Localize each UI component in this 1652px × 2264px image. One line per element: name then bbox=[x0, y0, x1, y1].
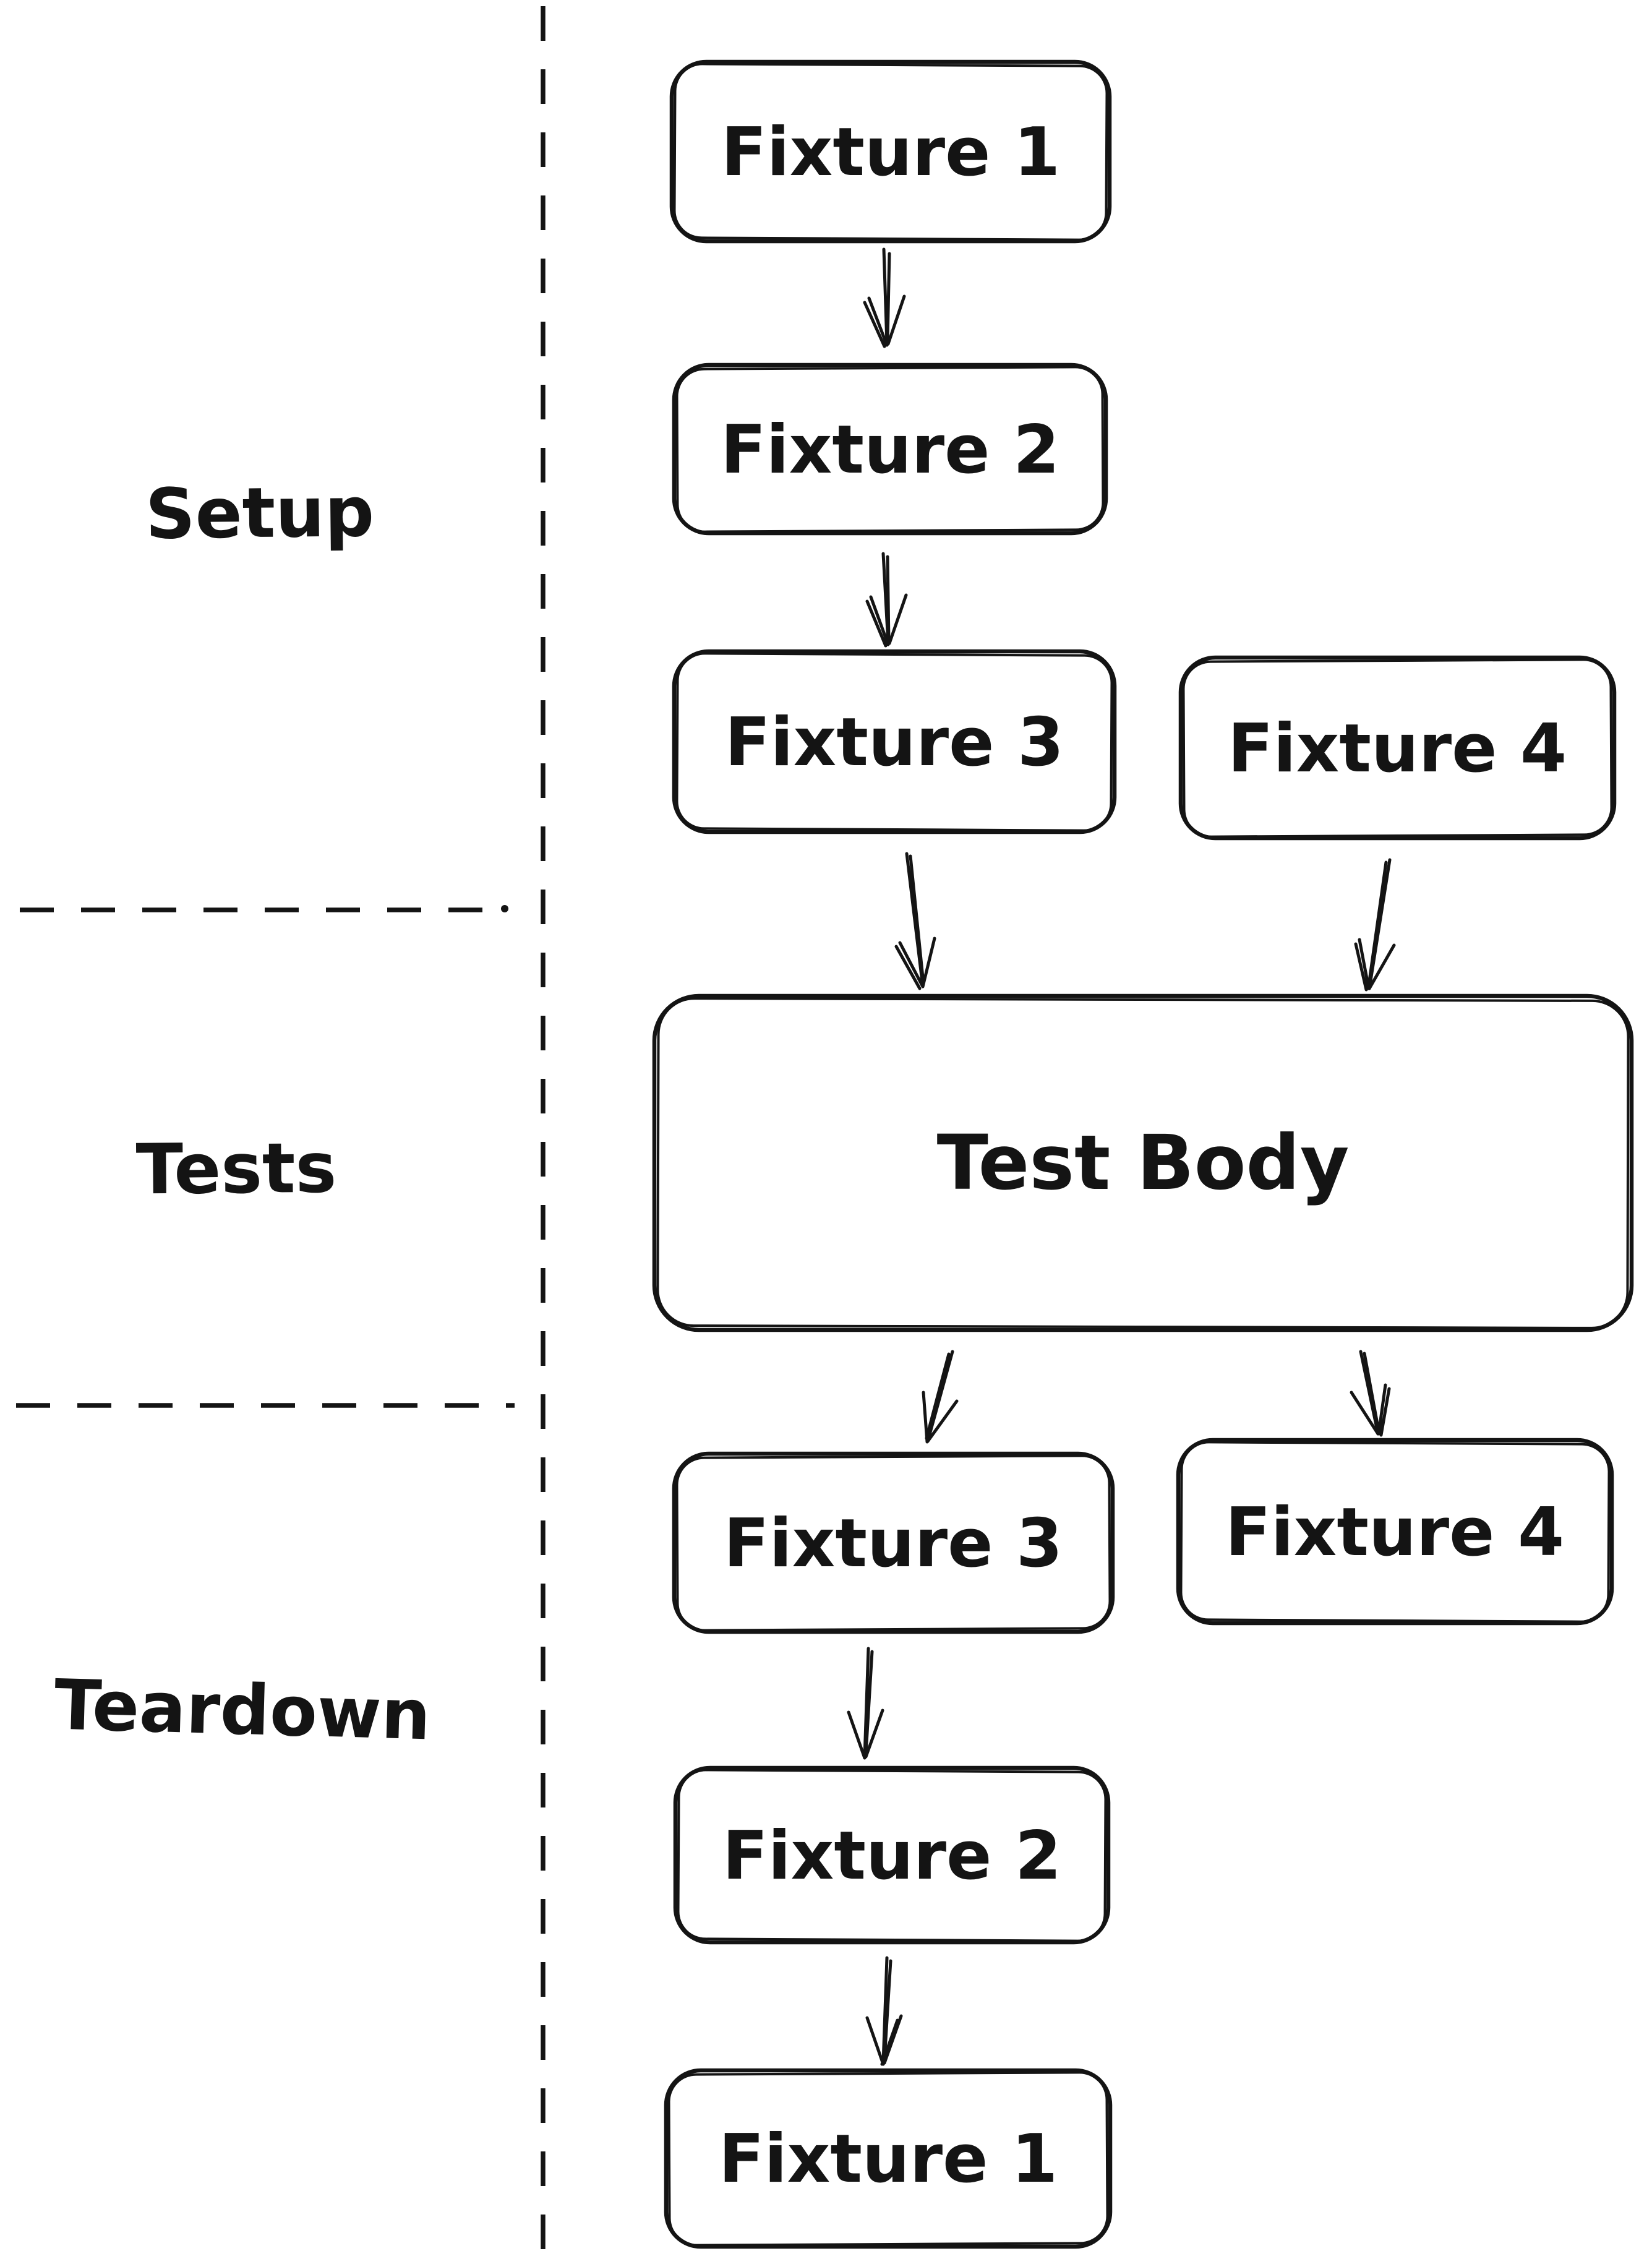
node-label: Fixture 4 bbox=[1225, 1494, 1564, 1571]
arrow-test-body-to-teardown-fixture-4 bbox=[1350, 1350, 1391, 1437]
node-test-body: Test Body bbox=[652, 993, 1634, 1332]
node-label: Fixture 2 bbox=[721, 411, 1059, 489]
node-label: Fixture 1 bbox=[719, 2120, 1058, 2198]
node-teardown-fixture-2: Fixture 2 bbox=[673, 1765, 1111, 1945]
arrow-setup-fixture-3-to-test-body bbox=[894, 852, 936, 990]
arrow-setup-fixture-4-to-test-body bbox=[1354, 858, 1396, 992]
node-label: Test Body bbox=[937, 1119, 1350, 1207]
node-label: Fixture 2 bbox=[722, 1817, 1061, 1895]
node-teardown-fixture-1: Fixture 1 bbox=[664, 2068, 1113, 2249]
phase-labels: Setup Tests Teardown bbox=[53, 472, 432, 1756]
phase-label-teardown: Teardown bbox=[53, 1665, 432, 1756]
setup-tests-divider-end-dot bbox=[501, 905, 508, 912]
node-setup-fixture-2: Fixture 2 bbox=[672, 362, 1108, 536]
node-setup-fixture-1: Fixture 1 bbox=[669, 59, 1112, 244]
phase-label-setup: Setup bbox=[145, 472, 374, 555]
node-setup-fixture-4: Fixture 4 bbox=[1178, 655, 1617, 841]
node-setup-fixture-3: Fixture 3 bbox=[672, 649, 1117, 834]
arrow-teardown-fixture-2-to-teardown-fixture-1 bbox=[865, 1956, 903, 2066]
phase-separators bbox=[16, 6, 546, 2262]
phase-label-tests: Tests bbox=[135, 1128, 336, 1211]
node-label: Fixture 3 bbox=[724, 1505, 1063, 1582]
node-label: Fixture 4 bbox=[1228, 710, 1567, 787]
arrow-setup-fixture-1-to-setup-fixture-2 bbox=[863, 247, 906, 348]
node-label: Fixture 3 bbox=[725, 704, 1064, 781]
node-label: Fixture 1 bbox=[721, 114, 1060, 191]
arrow-teardown-fixture-3-to-teardown-fixture-2 bbox=[847, 1647, 884, 1760]
node-teardown-fixture-4: Fixture 4 bbox=[1176, 1438, 1614, 1626]
arrow-test-body-to-teardown-fixture-3 bbox=[922, 1350, 959, 1444]
arrow-setup-fixture-2-to-setup-fixture-3 bbox=[865, 552, 908, 648]
node-teardown-fixture-3: Fixture 3 bbox=[672, 1451, 1115, 1634]
